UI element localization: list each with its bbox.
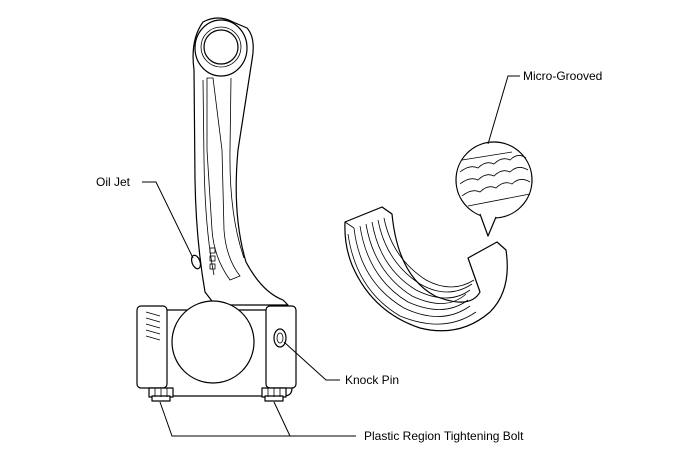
- left-boss: [136, 305, 168, 389]
- bolt-leader-right: [273, 401, 291, 437]
- beam-recess: [206, 77, 241, 281]
- mark-square: [209, 263, 216, 270]
- bolt-label: Plastic Region Tightening Bolt: [364, 429, 524, 443]
- oil-jet-hole: [190, 254, 202, 270]
- knock-pin-label: Knock Pin: [345, 373, 400, 387]
- bearing-inner-face: [353, 227, 471, 317]
- rod-beam: [192, 17, 289, 306]
- tightening-bolt-right: [261, 387, 287, 402]
- micro-grooves: [459, 151, 531, 207]
- micro-grooved-leader: [487, 75, 520, 145]
- magnified-detail: [455, 141, 533, 237]
- oil-jet-leader: [142, 181, 194, 259]
- bolt-threads: [145, 311, 161, 341]
- small-end-chamfer: [200, 26, 242, 68]
- bearing-shell: [344, 206, 508, 332]
- small-end-bore: [203, 29, 239, 65]
- oil-jet-label: Oil Jet: [96, 175, 131, 189]
- knock-pin-leader: [283, 341, 340, 381]
- connecting-rod: [136, 17, 297, 402]
- bolt-leader-left: [159, 401, 356, 437]
- mark-square: [209, 255, 216, 262]
- bearing-outer: [344, 206, 508, 332]
- detail-pointer: [479, 213, 497, 237]
- knock-pin: [273, 328, 287, 348]
- beam-rib: [229, 77, 245, 259]
- micro-grooved-label: Micro-Grooved: [523, 69, 603, 83]
- tightening-bolt-left: [148, 387, 174, 402]
- mark-square: [209, 247, 216, 254]
- big-end-bore: [171, 300, 255, 384]
- leader-lines: [142, 75, 520, 437]
